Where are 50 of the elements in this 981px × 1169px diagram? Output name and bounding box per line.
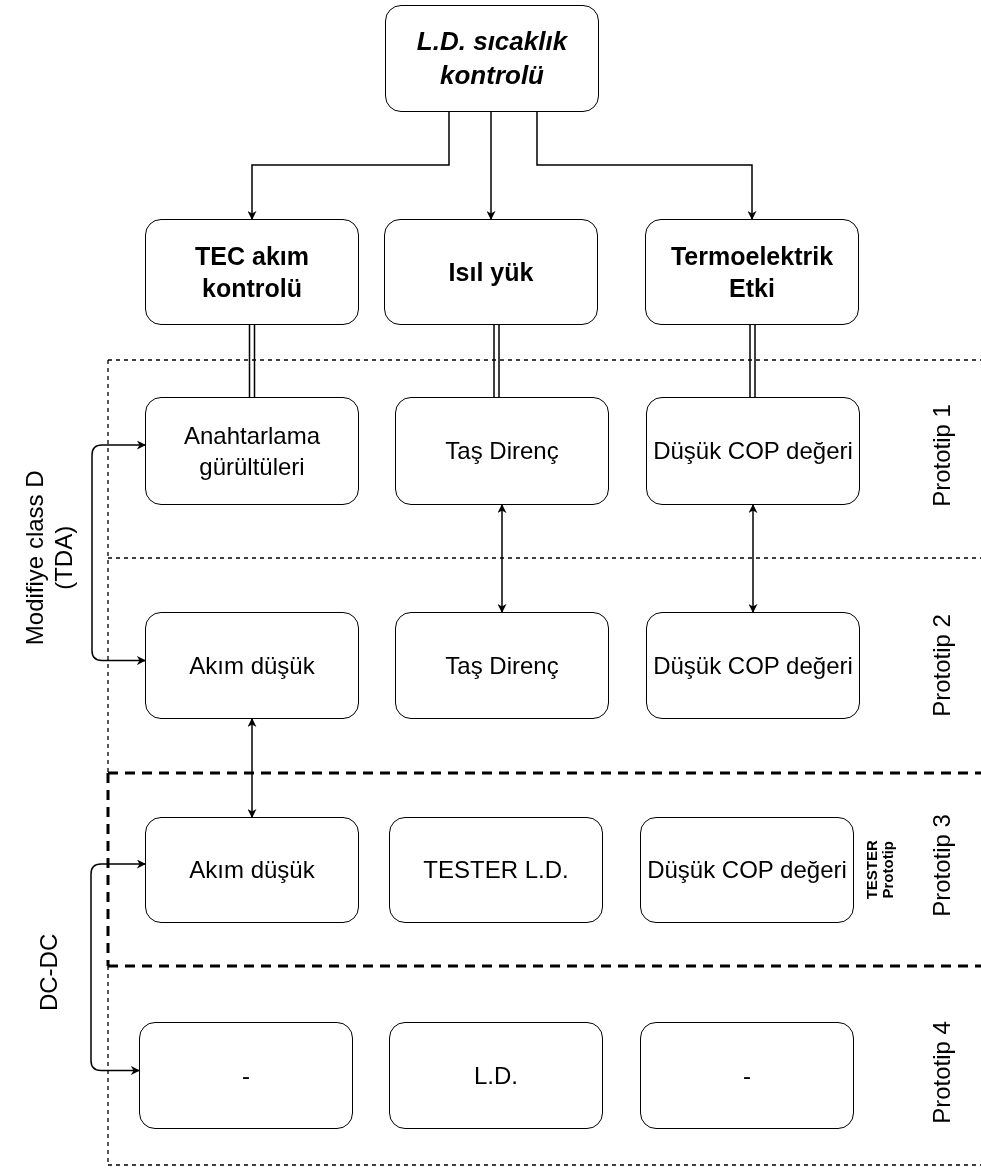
row-label: Prototip 4 bbox=[927, 1020, 956, 1124]
box-text: Termoelektrik Etki bbox=[669, 240, 835, 304]
process-box bbox=[389, 817, 603, 923]
process-box bbox=[395, 397, 609, 505]
box-text: Taş Direnç bbox=[445, 436, 559, 467]
process-box bbox=[640, 1022, 854, 1129]
process-box bbox=[640, 817, 854, 923]
box-text: Anahtarlama gürültüleri bbox=[182, 420, 322, 482]
double-line-connector bbox=[749, 324, 756, 398]
box-text: - bbox=[242, 1060, 250, 1091]
edge-label: DC-DC bbox=[34, 933, 63, 1014]
arrow bbox=[91, 440, 146, 665]
box-text: Isıl yük bbox=[448, 256, 534, 288]
arrow bbox=[536, 111, 757, 220]
category-box bbox=[145, 219, 359, 325]
double-line-connector bbox=[493, 324, 500, 398]
process-box bbox=[646, 612, 860, 719]
process-box bbox=[145, 397, 359, 505]
process-box bbox=[145, 817, 359, 923]
root-box bbox=[385, 5, 599, 112]
box-text: TEC akım kontrolü bbox=[194, 240, 310, 304]
box-text: Akım düşük bbox=[189, 650, 315, 681]
arrow bbox=[486, 111, 496, 220]
arrow bbox=[748, 504, 758, 613]
box-text: L.D. sıcaklık kontrolü bbox=[415, 24, 569, 92]
process-box bbox=[145, 612, 359, 719]
double-line-connector bbox=[248, 324, 256, 398]
arrow bbox=[497, 504, 507, 613]
row-label: Prototip 2 bbox=[927, 613, 956, 717]
box-text: Taş Direnç bbox=[445, 650, 559, 681]
box-text: - bbox=[743, 1060, 751, 1091]
arrow bbox=[247, 718, 257, 818]
process-box bbox=[395, 612, 609, 719]
row-label: TESTER Prototip bbox=[864, 839, 896, 902]
box-text: Düşük COP değeri bbox=[653, 650, 853, 681]
box-text: TESTER L.D. bbox=[423, 855, 569, 886]
process-box bbox=[389, 1022, 603, 1129]
row-label: Prototip 3 bbox=[927, 813, 956, 917]
box-text: L.D. bbox=[474, 1060, 518, 1091]
box-text: Düşük COP değeri bbox=[653, 436, 853, 467]
category-box bbox=[645, 219, 859, 325]
edge-label: Modifiye class D (TDA) bbox=[21, 469, 78, 648]
arrow bbox=[90, 859, 146, 1075]
row-label: Prototip 1 bbox=[927, 403, 956, 507]
process-box bbox=[646, 397, 860, 505]
process-box bbox=[139, 1022, 353, 1129]
category-box bbox=[384, 219, 598, 325]
arrow bbox=[247, 111, 450, 220]
box-text: Akım düşük bbox=[189, 855, 315, 886]
box-text: Düşük COP değeri bbox=[647, 855, 847, 886]
